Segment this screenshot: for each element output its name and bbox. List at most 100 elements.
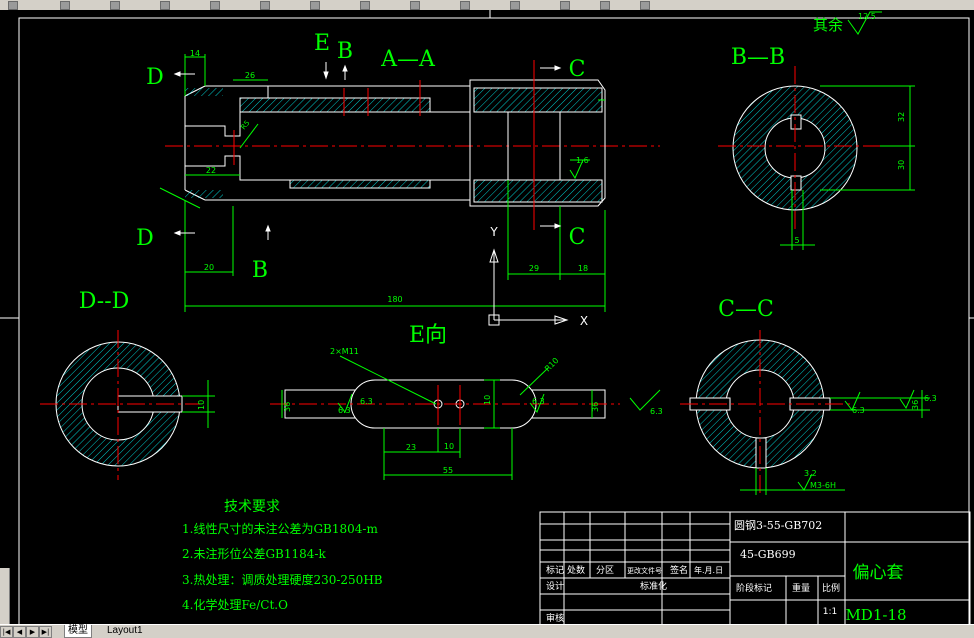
tech-requirement-item: 1.线性尺寸的未注公差为GB1804-m: [182, 521, 378, 536]
dim-label: 5: [794, 236, 799, 245]
dim-label: 23: [406, 443, 416, 452]
section-letter: B: [252, 258, 268, 283]
prev-tab-button[interactable]: ◀: [13, 626, 26, 638]
surface-finish-value: 12.5: [858, 12, 876, 21]
surface-finish-value: 6.3: [650, 407, 663, 416]
tech-requirement-item: 2.未注形位公差GB1184-k: [182, 546, 326, 561]
surface-finish-value: 6.3: [338, 406, 351, 415]
ucs-x-label: X: [580, 314, 588, 328]
dim-label: 14: [190, 49, 200, 58]
view-label-cc: C—C: [718, 297, 774, 322]
toolbar-icon[interactable]: [460, 1, 470, 10]
view-dd: 10: [40, 330, 215, 480]
hatch-region: [185, 88, 223, 96]
view-bb: 32 30 5: [718, 66, 915, 250]
drawing-canvas[interactable]: 14 26 22 20 180 29 18 R5 1.6 A—A B—B C—C…: [0, 10, 974, 624]
dim-label: M3-6H: [810, 481, 836, 490]
surface-finish-value: 6.3: [532, 397, 545, 406]
title-block: [539, 511, 971, 624]
title-row-label: 阶段标记: [736, 582, 772, 594]
toolbar-icon[interactable]: [410, 1, 420, 10]
surface-finish-value: 1.6: [576, 156, 589, 165]
toolbar-icon[interactable]: [560, 1, 570, 10]
surface-finish-symbol: [847, 11, 882, 35]
title-row-label: 重量: [792, 582, 810, 594]
dim-label: 55: [443, 466, 453, 475]
section-letter: C: [569, 225, 586, 250]
vertical-scrollbar[interactable]: [0, 568, 10, 624]
dim-label: 10: [483, 395, 492, 405]
toolbar-icon[interactable]: [210, 1, 220, 10]
dim-label: 180: [387, 295, 402, 304]
dim-label: 36: [911, 400, 920, 410]
toolbar-icon[interactable]: [600, 1, 610, 10]
section-letter: D: [136, 226, 154, 251]
dim-label: 32: [897, 112, 906, 122]
view-label-e: E向: [409, 323, 447, 348]
hatch-region: [473, 87, 603, 113]
toolbar-icon[interactable]: [110, 1, 120, 10]
dim-label: 36: [283, 402, 292, 412]
toolbar-icon[interactable]: [8, 1, 18, 10]
toolbar-icon[interactable]: [60, 1, 70, 10]
dimensions-aa: [159, 54, 606, 312]
toolbar-icon[interactable]: [260, 1, 270, 10]
toolbar-icon[interactable]: [640, 1, 650, 10]
dim-label: 2×M11: [330, 347, 359, 356]
title-header: 更改文件号: [627, 566, 662, 575]
bore-bottom: [185, 155, 470, 181]
dim-label: 26: [245, 71, 255, 80]
bore-top: [185, 111, 470, 137]
dim-label: 22: [206, 166, 216, 175]
toolbar-icon[interactable]: [160, 1, 170, 10]
last-tab-button[interactable]: ▶|: [39, 626, 52, 638]
dim-label: 18: [578, 264, 588, 273]
title-header: 签名: [670, 564, 688, 576]
dim-label: 10: [197, 400, 206, 410]
dim-label: R10: [543, 356, 561, 374]
dim-label: 10: [444, 442, 454, 451]
hatch-region: [473, 179, 603, 203]
toolbar-icon[interactable]: [510, 1, 520, 10]
scale-value: 1:1: [823, 607, 837, 617]
title-header: 分区: [596, 565, 614, 576]
section-letter: D: [146, 65, 164, 90]
tech-requirements-title: 技术要求: [224, 499, 280, 515]
section-letter: E: [314, 31, 330, 56]
view-label-aa: A—A: [380, 47, 436, 72]
surface-finish-value: 6.3: [360, 397, 373, 406]
dim-label: 20: [204, 263, 214, 272]
section-letter: B: [337, 39, 353, 64]
view-e: 2×M11 23 10 55 R10 10 36 36 6.3 6.3 6.3 …: [270, 347, 663, 480]
tab-model[interactable]: 模型: [64, 625, 92, 638]
next-tab-button[interactable]: ▶: [26, 626, 39, 638]
surface-finish-value: 6.3: [852, 406, 865, 415]
title-row-label: 审核: [546, 612, 564, 624]
first-tab-button[interactable]: |◀: [0, 626, 13, 638]
hatch-region: [289, 179, 431, 189]
title-row-label: 比例: [822, 582, 840, 594]
dim-label: 36: [591, 402, 600, 412]
surface-finish-value: 3.2: [804, 469, 817, 478]
section-arrows: [173, 62, 562, 240]
surface-finish-value: 6.3: [924, 394, 937, 403]
title-row-label: 标准化: [640, 580, 667, 592]
view-label-dd: D--D: [79, 289, 130, 314]
title-header: 处数: [567, 564, 585, 576]
section-letter: C: [569, 57, 586, 82]
layout-tab-bar: |◀ ◀ ▶ ▶| 模型 Layout1: [0, 624, 974, 638]
title-material: 圆钢3-55-GB702: [734, 519, 822, 532]
toolbar-icon[interactable]: [310, 1, 320, 10]
toolbar-icon[interactable]: [360, 1, 370, 10]
title-header: 年.月.日: [694, 565, 723, 575]
hatch-region: [185, 190, 223, 198]
drawing-number: MD1-18: [845, 606, 906, 624]
title-header: 标记: [546, 564, 564, 576]
surface-finish-note: 其余: [813, 16, 843, 34]
tech-requirement-item: 4.化学处理Fe/Ct.O: [182, 597, 288, 612]
hatch-region: [239, 97, 431, 113]
view-cc: 36 M3-6H 6.3 6.3 3.2: [680, 330, 937, 495]
ucs-y-label: Y: [489, 225, 498, 239]
part-name: 偏心套: [853, 563, 904, 583]
tab-layout1[interactable]: Layout1: [104, 625, 146, 637]
